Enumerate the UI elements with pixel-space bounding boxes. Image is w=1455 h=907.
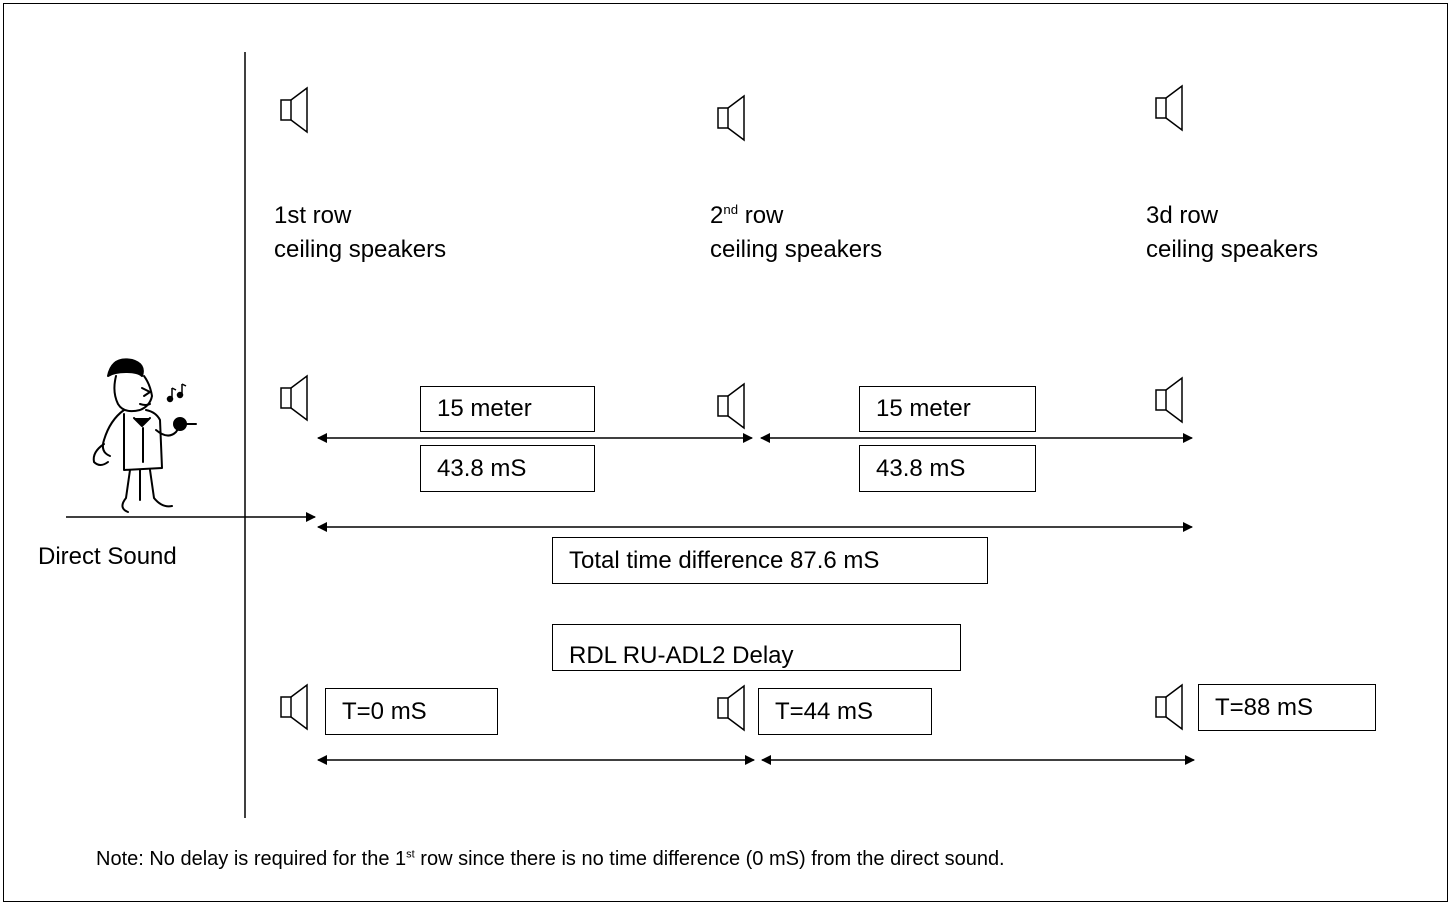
speaker-icon bbox=[1155, 684, 1183, 730]
delay-value-box: T=0 mS bbox=[325, 688, 498, 735]
row3-label: 3d row ceiling speakers bbox=[1146, 202, 1319, 263]
row2-label: 2nd row ceiling speakers bbox=[710, 202, 883, 263]
distance-box: 15 meter bbox=[859, 386, 1036, 432]
total-time-box: Total time difference 87.6 mS bbox=[552, 537, 988, 584]
speaker-icon bbox=[280, 375, 308, 421]
speaker-icon bbox=[717, 383, 745, 429]
diagram-frame bbox=[3, 3, 1448, 902]
speaker-icon bbox=[1155, 377, 1183, 423]
delay-title-box: RDL RU-ADL2 Delay bbox=[552, 624, 961, 671]
speaker-icon bbox=[1155, 85, 1183, 131]
time-box: 43.8 mS bbox=[859, 445, 1036, 492]
speaker-icon bbox=[280, 684, 308, 730]
delay-value-box: T=44 mS bbox=[758, 688, 932, 735]
speaker-icon bbox=[717, 95, 745, 141]
music-notes-icon bbox=[166, 383, 187, 403]
row1-label: 1st row ceiling speakers bbox=[274, 202, 447, 263]
speaker-icon bbox=[717, 685, 745, 731]
speaker-icon bbox=[280, 87, 308, 133]
distance-box: 15 meter bbox=[420, 386, 595, 432]
time-box: 43.8 mS bbox=[420, 445, 595, 492]
singer-figure-icon bbox=[92, 358, 197, 513]
delay-value-box: T=88 mS bbox=[1198, 684, 1376, 731]
footnote: Note: No delay is required for the 1st r… bbox=[96, 848, 1005, 870]
direct-sound-label: Direct Sound bbox=[38, 543, 177, 570]
